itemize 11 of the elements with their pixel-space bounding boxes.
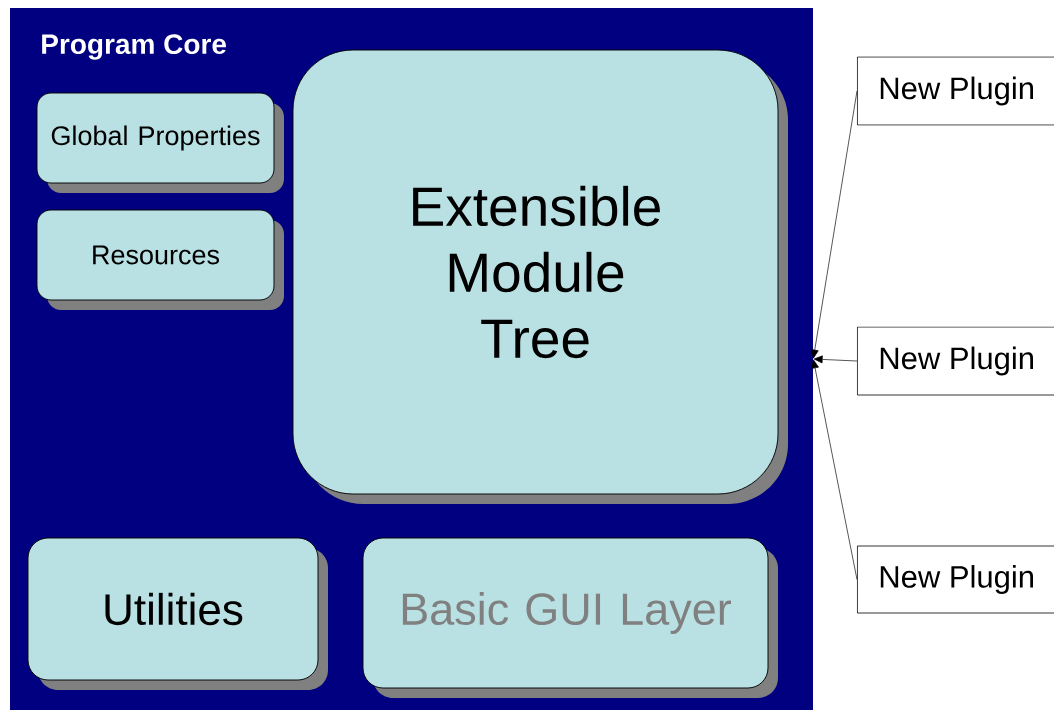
module-box: Global Properties: [36, 92, 284, 193]
arrow: [810, 90, 858, 359]
plugin-box: New Plugin: [857, 545, 1054, 614]
plugin-box: New Plugin: [857, 56, 1054, 126]
module-box: Resources: [36, 209, 284, 310]
module-box: Utilities: [27, 537, 328, 690]
arrow: [813, 355, 858, 364]
module-box: Extensible Module Tree: [292, 49, 788, 504]
plugin-box: New Plugin: [857, 326, 1054, 396]
module-box: Basic GUI Layer: [362, 537, 778, 698]
arrow: [811, 359, 858, 580]
